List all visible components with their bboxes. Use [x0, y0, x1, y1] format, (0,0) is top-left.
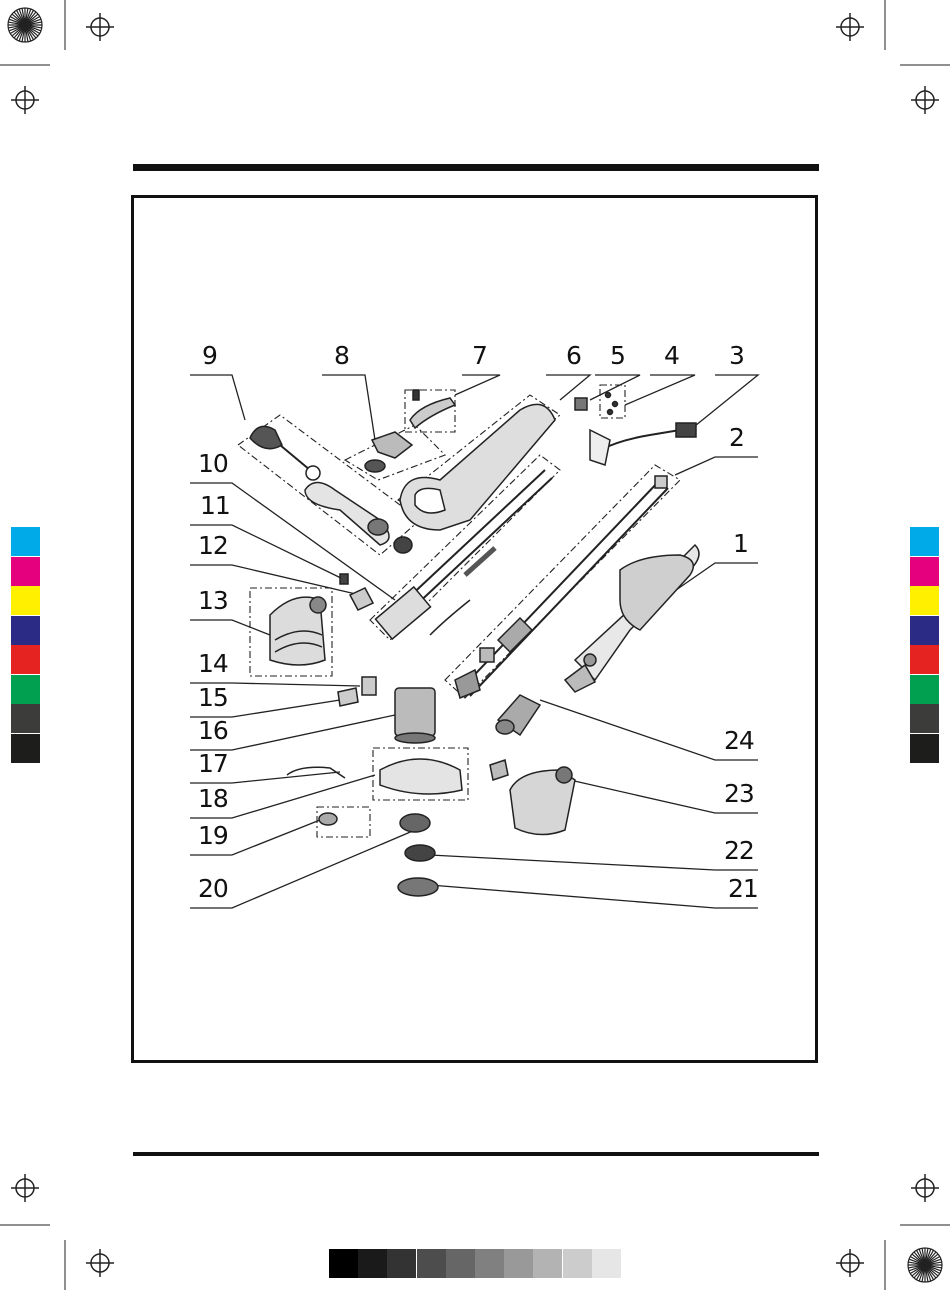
leader-6 [546, 375, 590, 400]
gray-step [358, 1249, 387, 1278]
callout-17: 17 [198, 751, 228, 776]
registration-marks [11, 13, 939, 1277]
callout-23: 23 [724, 781, 754, 806]
color-swatch [11, 616, 40, 645]
callout-24: 24 [724, 728, 754, 753]
leader-9 [190, 375, 245, 420]
color-swatch [11, 527, 40, 556]
callout-4: 4 [664, 343, 679, 368]
gray-step [446, 1249, 475, 1278]
callout-9: 9 [202, 343, 217, 368]
callout-6: 6 [566, 343, 581, 368]
gray-step [475, 1249, 504, 1278]
leader-13 [190, 620, 270, 635]
leader-2 [675, 457, 758, 475]
color-swatch [11, 675, 40, 704]
color-swatch [11, 586, 40, 615]
color-swatch [11, 557, 40, 586]
callout-5: 5 [610, 343, 625, 368]
color-swatch [910, 704, 939, 733]
gray-step [592, 1249, 621, 1278]
gray-step [329, 1249, 358, 1278]
gray-step [533, 1249, 562, 1278]
callout-13: 13 [198, 588, 228, 613]
color-swatch [11, 704, 40, 733]
color-swatch [910, 645, 939, 674]
callout-3: 3 [729, 343, 744, 368]
callout-15: 15 [198, 685, 228, 710]
color-swatch [910, 527, 939, 556]
leader-5 [590, 375, 640, 400]
callout-7: 7 [472, 343, 487, 368]
callout-8: 8 [334, 343, 349, 368]
callout-14: 14 [198, 651, 228, 676]
callout-21: 21 [728, 876, 758, 901]
leader-22 [430, 855, 758, 870]
part-1-handle [620, 555, 693, 630]
color-swatch [910, 734, 939, 763]
color-swatch [11, 734, 40, 763]
color-swatch [910, 557, 939, 586]
leader-8 [322, 375, 375, 440]
callout-16: 16 [198, 718, 228, 743]
gray-step [563, 1249, 592, 1278]
leader-3 [690, 375, 758, 430]
callout-22: 22 [724, 838, 754, 863]
callout-2: 2 [729, 425, 744, 450]
color-swatch [910, 586, 939, 615]
color-swatch [11, 645, 40, 674]
callout-12: 12 [198, 533, 228, 558]
leader-7 [455, 375, 500, 395]
callout-20: 20 [198, 876, 228, 901]
leader-21 [430, 885, 758, 908]
gray-step [504, 1249, 533, 1278]
callout-1: 1 [733, 531, 748, 556]
leader-4 [625, 375, 695, 405]
gray-step [387, 1249, 416, 1278]
callout-11: 11 [200, 493, 230, 518]
starburst-marks [8, 8, 942, 1282]
color-swatch [910, 616, 939, 645]
callout-10: 10 [198, 451, 228, 476]
callout-18: 18 [198, 786, 228, 811]
gray-step [417, 1249, 446, 1278]
color-swatch [910, 675, 939, 704]
callout-19: 19 [198, 823, 228, 848]
